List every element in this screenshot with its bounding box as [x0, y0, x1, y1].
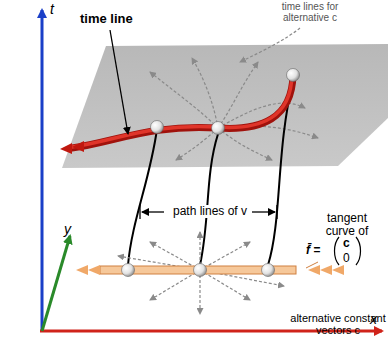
leader-line	[306, 262, 318, 268]
bracket-tick	[139, 205, 140, 219]
matrix-entry: c	[343, 237, 350, 250]
path-lines	[128, 81, 293, 265]
bracket-tick	[276, 205, 277, 219]
matrix-bracket	[356, 237, 361, 265]
time-line-tube	[60, 75, 293, 154]
formula-label: f̄ =	[306, 244, 320, 257]
t-axis	[41, 10, 44, 332]
bracket-arrow	[252, 211, 275, 212]
leader-line	[110, 30, 128, 134]
callout-label: time lines for alternative c	[258, 1, 362, 23]
axis-label: x	[370, 312, 377, 327]
callout-label: time line	[80, 12, 133, 26]
axis-label: t	[50, 2, 54, 17]
axis-label: y	[64, 222, 71, 237]
matrix-bracket	[335, 237, 340, 265]
callout-label: path lines of v	[168, 205, 252, 218]
y-axis	[42, 236, 70, 331]
matrix-entry: 0	[343, 252, 350, 265]
callout-label: tangent curve of	[318, 212, 376, 238]
time-plane	[62, 44, 388, 168]
seed-spheres	[122, 69, 300, 277]
tangent-curve	[76, 265, 344, 275]
bracket-arrow	[142, 211, 164, 212]
